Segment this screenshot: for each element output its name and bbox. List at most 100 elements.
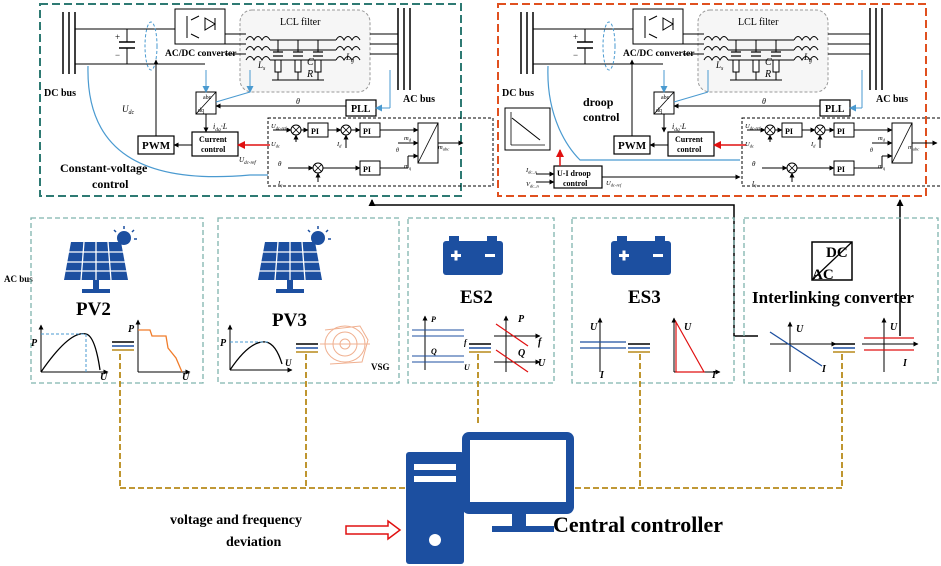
constant-voltage-panel: LCL filter Ls C R Lg DC bus AC bus AC/DC… [39,3,493,197]
svg-text:AC/DC converter: AC/DC converter [623,49,695,59]
svg-text:Q: Q [431,347,437,356]
svg-text:PWM: PWM [618,140,647,152]
svg-text:LCL filter: LCL filter [738,17,779,28]
panel-border-left [39,3,462,197]
droop-control-panel: LCL filter Ls C R Lg DC bus AC bus AC/DC… [497,3,941,197]
battery-icon [611,236,671,275]
svg-text:R: R [764,69,771,80]
es3-unit: ES3 U I U I [571,217,735,384]
interlinking-converter-label: Interlinking converter [752,288,914,307]
interlinking-converter-unit: DC AC Interlinking converter U I U I [743,217,939,384]
svg-text:md: md [878,135,886,143]
dc-bus-label: DC bus [44,88,76,99]
svg-text:U-I droop: U-I droop [557,169,591,178]
svg-text:dq: dq [656,108,662,114]
es3-label: ES3 [628,287,661,308]
es2-label: ES2 [460,287,493,308]
deviation-arrow [345,519,402,541]
ilc-to-left-panel-arrow [368,199,758,337]
deviation-label-2: deviation [226,535,281,550]
svg-text:Id: Id [336,141,342,149]
central-controller-icon [406,432,574,564]
svg-text:control: control [677,145,702,154]
pv2-label: PV2 [76,299,111,320]
svg-text:PI: PI [311,127,319,136]
svg-text:mq: mq [878,163,886,171]
svg-text:θ: θ [870,148,873,154]
lcl-filter-label: LCL filter [280,17,321,28]
svg-text:U: U [100,372,108,383]
svg-text:Ls: Ls [715,60,724,72]
central-controller-label: Central controller [553,512,723,537]
svg-text:U: U [464,363,471,372]
svg-text:Udc-ref: Udc-ref [271,123,287,131]
svg-text:control: control [563,179,588,188]
solar-panel-icon [257,225,332,294]
udc-label: Udc [122,104,135,116]
lg-label: Lg [345,52,354,64]
panel-border-right [497,3,927,197]
es2-unit: ES2 P Q f U P Q f U [407,217,555,384]
svg-text:DC: DC [826,245,848,261]
svg-text:I: I [821,364,827,375]
svg-text:PI: PI [785,127,793,136]
ls-label: Ls [257,60,266,72]
svg-text:Lg: Lg [803,52,812,64]
svg-text:Current: Current [199,135,227,144]
ac-bus-side-label: AC bus [4,274,33,284]
svg-text:dq: dq [198,108,204,114]
droop-caption-1: droop [583,95,614,109]
svg-text:I: I [902,358,908,369]
svg-text:P: P [431,315,436,324]
svg-text:Vdc_n: Vdc_n [526,181,539,189]
ac-dc-converter-label: AC/DC converter [165,49,237,59]
svg-text:DC bus: DC bus [502,88,534,99]
svg-text:AC: AC [812,267,834,283]
communication-lines [119,354,843,489]
svg-text:θ: θ [752,160,756,168]
pv3-label: PV3 [272,310,307,331]
svg-text:PI: PI [363,127,371,136]
svg-text:PI: PI [363,165,371,174]
svg-text:Udc: Udc [271,141,280,149]
svg-text:Udc: Udc [745,141,754,149]
droop-mini-plot [504,107,551,151]
svg-text:U: U [684,322,692,333]
current-control-block [191,131,239,157]
udc-ref-out-label: Udc-ref [239,156,256,166]
svg-text:U: U [182,372,190,383]
ac-bus-label: AC bus [403,94,435,105]
svg-text:Udc-ref: Udc-ref [745,123,761,131]
idq-l-label: idq·L [213,122,228,133]
svg-text:control: control [201,145,226,154]
svg-text:Current: Current [675,135,703,144]
svg-text:θ: θ [278,160,282,168]
svg-text:f: f [538,337,543,348]
droop-caption-2: control [583,110,620,124]
svg-text:Idc_n: Idc_n [525,167,538,175]
solar-panel-icon [63,225,138,294]
svg-text:U: U [890,322,898,333]
svg-text:AC bus: AC bus [876,94,908,105]
svg-text:θ: θ [296,97,300,106]
svg-text:PLL: PLL [351,104,371,115]
svg-text:θ: θ [396,148,399,154]
svg-text:idq·L: idq·L [672,122,687,133]
svg-text:PI: PI [837,165,845,174]
vsg-label: VSG [371,362,390,372]
svg-text:abc: abc [661,95,670,101]
svg-text:P: P [31,338,38,349]
battery-icon [443,236,503,275]
svg-text:I: I [599,370,605,381]
svg-text:P: P [220,338,227,349]
svg-text:mabc: mabc [908,144,919,152]
svg-text:f: f [464,338,468,347]
svg-text:Id: Id [810,141,816,149]
svg-text:Q: Q [518,348,525,359]
svg-text:I: I [711,370,717,381]
svg-text:Iq: Iq [751,180,757,188]
svg-text:U: U [538,358,546,369]
r-label: R [306,69,313,80]
svg-text:PWM: PWM [142,140,171,152]
svg-text:mq: mq [404,163,412,171]
